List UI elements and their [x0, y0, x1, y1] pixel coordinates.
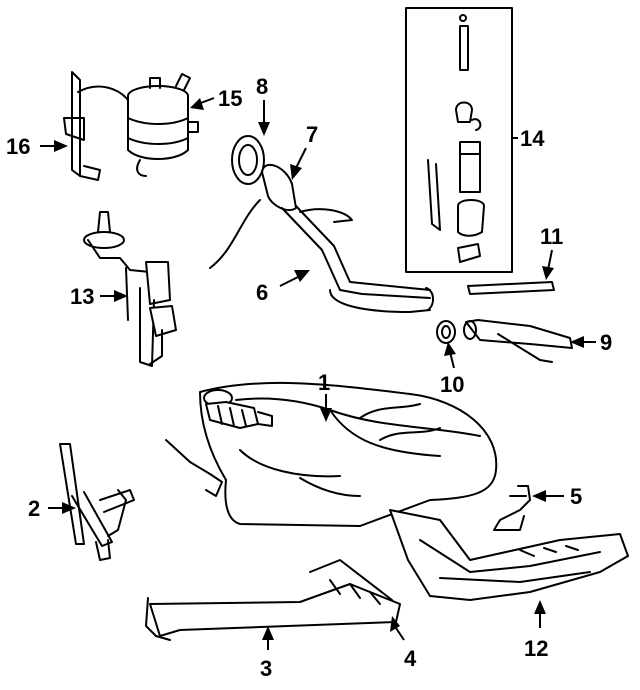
callout-16: 16 — [6, 134, 30, 159]
callout-9: 9 — [600, 330, 612, 355]
vent-hose-part — [463, 319, 573, 363]
callout-1: 1 — [318, 370, 330, 395]
filler-pipe-part — [281, 205, 434, 313]
canister-bracket-part — [63, 71, 129, 181]
callout-5: 5 — [570, 484, 582, 509]
callout-13: 13 — [70, 284, 94, 309]
callout-7: 7 — [306, 122, 318, 147]
strap-part — [59, 443, 135, 561]
sending-unit-part — [83, 211, 177, 367]
fuel-cap-part — [231, 135, 265, 185]
vapor-canister-part — [127, 73, 199, 177]
leader-lines — [40, 97, 596, 650]
callout-10: 10 — [440, 372, 464, 397]
fuel-tank-part — [165, 381, 498, 527]
grommet-part — [436, 320, 456, 344]
callout-4: 4 — [404, 646, 417, 671]
fuel-pump-kit-part — [405, 7, 513, 273]
callout-8: 8 — [256, 74, 268, 99]
callout-14: 14 — [520, 126, 545, 151]
callout-11: 11 — [540, 224, 563, 249]
clip-bracket-part — [493, 485, 531, 531]
support-bracket-part — [145, 559, 401, 641]
callout-2: 2 — [28, 496, 40, 521]
callout-12: 12 — [524, 636, 548, 661]
filler-neck-part — [209, 163, 297, 269]
heat-shield-part — [389, 509, 629, 601]
callout-6: 6 — [256, 280, 268, 305]
vent-tube-part — [467, 281, 555, 295]
callout-labels: 1 2 3 4 5 6 7 8 9 10 11 12 13 14 15 16 — [6, 74, 612, 681]
callout-3: 3 — [260, 656, 272, 681]
callout-15: 15 — [218, 86, 242, 111]
